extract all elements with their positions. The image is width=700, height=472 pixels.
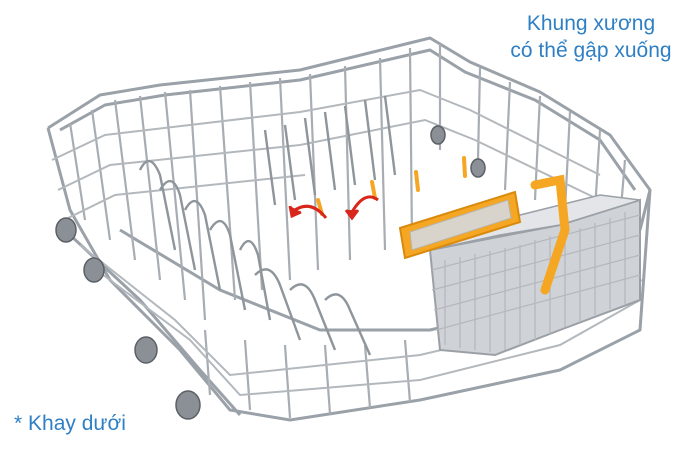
caption-lower-rack: * Khay dưới <box>14 412 126 435</box>
fold-arrow-icon <box>344 195 379 221</box>
caption-foldable-tines: Khung xương có thể gập xuống <box>496 10 686 64</box>
fold-arrow-icon <box>288 204 328 219</box>
rack-tines <box>138 95 397 356</box>
fold-clips <box>316 156 467 216</box>
rack-wheels <box>55 125 486 420</box>
caption-top-line1: Khung xương <box>526 12 656 35</box>
caption-top-line2: có thể gập xuống <box>510 39 672 62</box>
rack-horizontal-wires <box>51 88 643 397</box>
cutlery-basket <box>428 174 641 357</box>
orange-filter-panel <box>398 190 522 260</box>
